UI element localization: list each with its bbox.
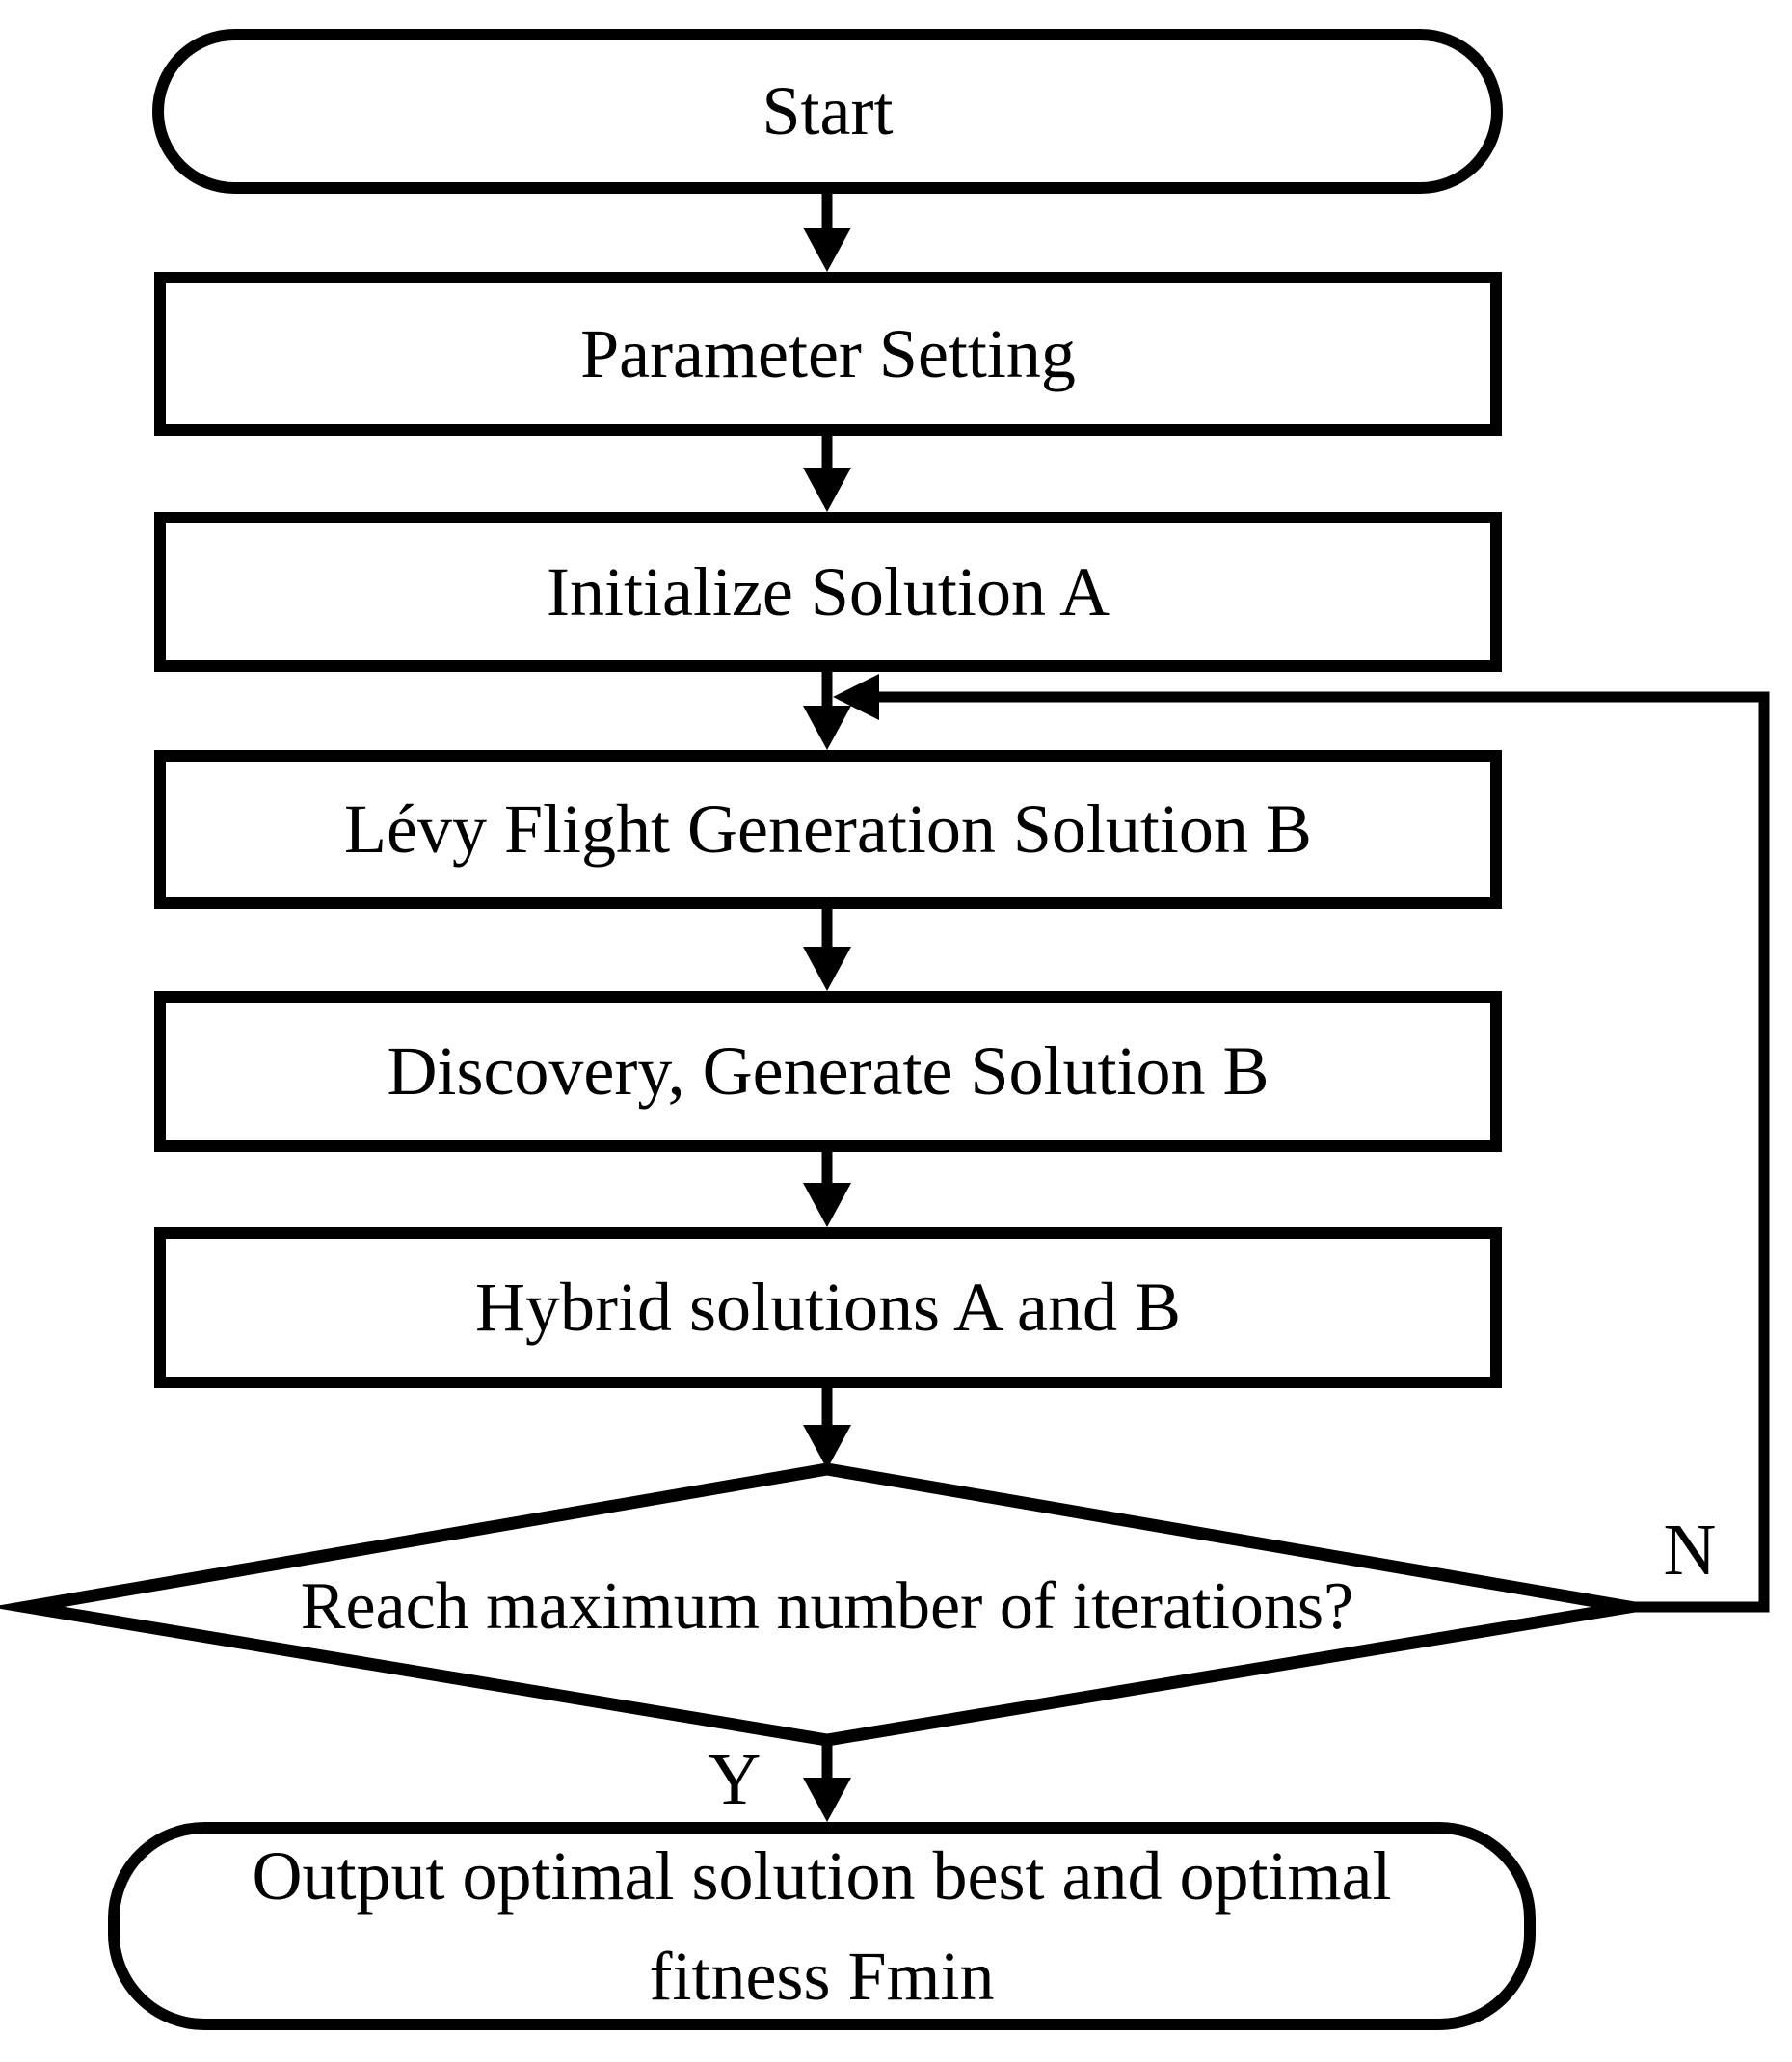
arrowhead-initialize-levy <box>803 706 851 750</box>
node-initialize-solution-a: Initialize Solution A <box>154 512 1502 672</box>
branch-label-yes-text: Y <box>708 1738 762 1820</box>
node-max-iterations-decision-label: Reach maximum number of iterations? <box>300 1569 1354 1644</box>
node-hybrid-solutions: Hybrid solutions A and B <box>154 1227 1502 1388</box>
arrowhead-hybrid-decision <box>803 1425 851 1469</box>
arrowhead-start-parameter <box>803 228 851 272</box>
arrowhead-decision-output <box>803 1778 851 1822</box>
edge-loopback-no <box>873 691 1770 1613</box>
node-initialize-solution-a-label: Initialize Solution A <box>547 552 1110 630</box>
node-levy-flight-generation: Lévy Flight Generation Solution B <box>154 750 1502 909</box>
node-levy-flight-generation-label: Lévy Flight Generation Solution B <box>344 790 1312 869</box>
node-discovery-generate-label: Discovery, Generate Solution B <box>387 1032 1270 1111</box>
node-output-result-label: Output optimal solution best and optimal… <box>252 1836 1392 2015</box>
node-parameter-setting: Parameter Setting <box>154 272 1502 436</box>
arrowhead-parameter-initialize <box>803 468 851 512</box>
branch-label-yes: Y <box>686 1739 783 1820</box>
arrowhead-discovery-hybrid <box>803 1183 851 1227</box>
node-discovery-generate: Discovery, Generate Solution B <box>154 991 1502 1152</box>
branch-label-no: N <box>1637 1510 1743 1591</box>
node-start-label: Start <box>762 72 894 150</box>
arrowhead-levy-discovery <box>803 947 851 991</box>
node-hybrid-solutions-label: Hybrid solutions A and B <box>474 1269 1182 1347</box>
node-start: Start <box>152 29 1503 194</box>
branch-label-no-text: N <box>1663 1509 1717 1591</box>
node-output-result: Output optimal solution best and optimal… <box>108 1822 1536 2030</box>
arrowhead-loopback-no <box>833 674 879 720</box>
node-max-iterations-decision: Reach maximum number of iterations? <box>96 1479 1558 1735</box>
node-parameter-setting-label: Parameter Setting <box>580 314 1076 392</box>
